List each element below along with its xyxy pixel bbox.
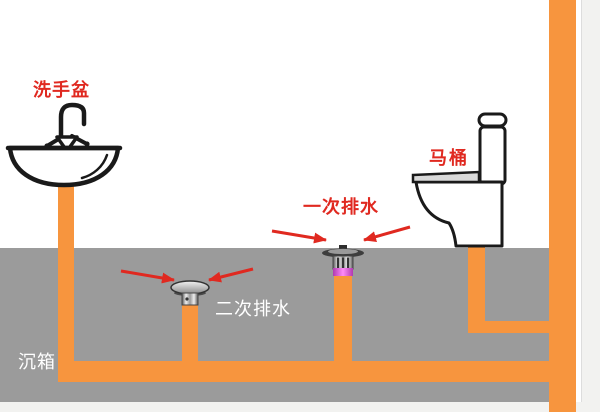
secondary-drain-label: 二次排水 [215, 299, 291, 319]
arrow-primary-right [363, 225, 411, 243]
caisson-label: 沉箱 [18, 352, 56, 372]
secondary-floor-drain-pipe [182, 300, 198, 366]
secondary-floor-drain-icon [170, 280, 210, 306]
drain-seal-glow [333, 268, 353, 276]
toilet-drain-pipe-elbow [468, 321, 549, 333]
main-drain-stack-pipe [549, 0, 576, 412]
sink-label: 洗手盆 [33, 80, 90, 100]
toilet-label: 马桶 [429, 148, 469, 168]
sink-drain-pipe [58, 180, 74, 382]
toilet-icon [411, 112, 508, 248]
primary-floor-drain-icon [322, 245, 364, 276]
page-margin-bottom [0, 402, 600, 412]
page-margin-right [581, 0, 600, 412]
bottom-collector-pipe [58, 361, 576, 382]
arrow-primary-left [271, 229, 327, 244]
primary-floor-drain-pipe [334, 274, 352, 366]
toilet-drain-pipe-vertical [468, 246, 485, 333]
primary-drain-label: 一次排水 [303, 197, 379, 217]
sink-icon [5, 102, 123, 188]
